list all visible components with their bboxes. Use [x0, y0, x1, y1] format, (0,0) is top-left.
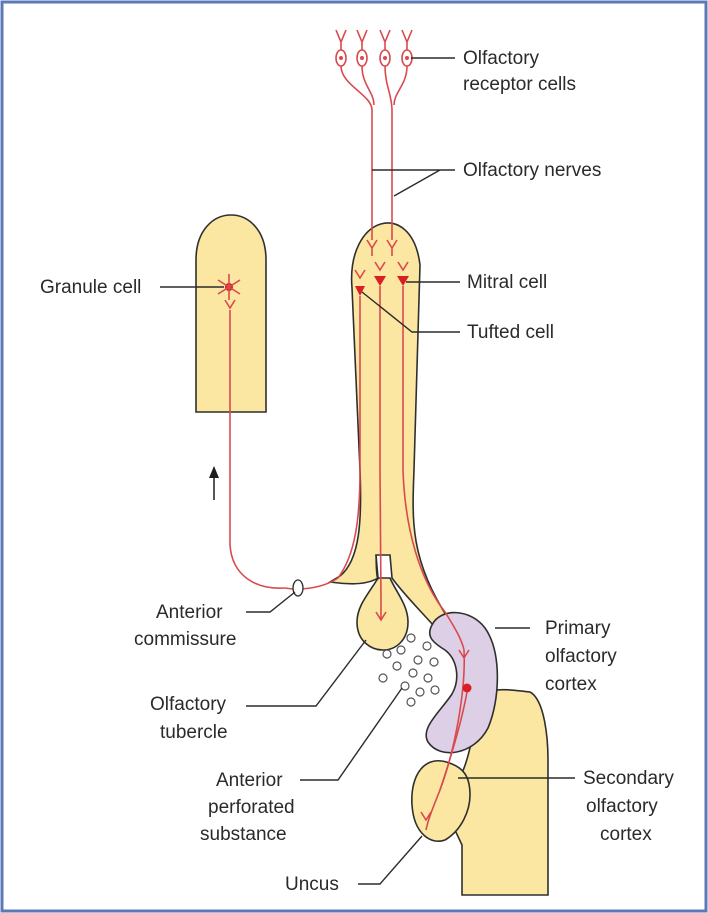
label-granule-cell: Granule cell: [40, 277, 141, 298]
granule-cell-bulb: [196, 215, 266, 412]
leader-tubercle: [246, 640, 366, 706]
anterior-commissure-marker: [293, 580, 303, 596]
receptor-cell: [402, 30, 412, 66]
label-primary-2: olfactory: [545, 646, 617, 667]
label-anterior-commissure-2: commissure: [134, 629, 236, 650]
olfactory-bulb-and-tract: [330, 223, 448, 626]
label-secondary-1: Secondary: [583, 768, 674, 789]
label-aps-3: substance: [200, 824, 287, 845]
label-tubercle-2: tubercle: [160, 722, 228, 743]
label-receptor-2: receptor cells: [463, 74, 576, 95]
label-primary-1: Primary: [545, 618, 611, 639]
olfactory-receptor-cells: [336, 30, 412, 66]
olfactory-nerve-fibers: [341, 66, 407, 240]
label-secondary-2: olfactory: [586, 796, 658, 817]
receptor-cell: [357, 30, 367, 66]
label-tufted-cell: Tufted cell: [467, 322, 554, 343]
label-primary-3: cortex: [545, 674, 597, 695]
up-arrow-icon: [209, 466, 219, 500]
label-aps-1: Anterior: [216, 770, 283, 791]
leader-uncus: [358, 836, 422, 884]
label-secondary-3: cortex: [600, 824, 652, 845]
label-anterior-commissure-1: Anterior: [156, 602, 223, 623]
label-uncus: Uncus: [285, 874, 339, 895]
primary-cortex-cell: [463, 684, 472, 693]
label-tubercle-1: Olfactory: [150, 694, 227, 715]
label-receptor-1: Olfactory: [463, 48, 540, 69]
leader-commissure: [246, 592, 295, 612]
receptor-cell: [380, 30, 390, 66]
receptor-cell: [336, 30, 346, 66]
leader-nerves: [372, 170, 455, 196]
label-olfactory-nerves: Olfactory nerves: [463, 160, 601, 181]
label-aps-2: perforated: [208, 797, 295, 818]
label-mitral-cell: Mitral cell: [467, 272, 547, 293]
primary-olfactory-cortex-shape: [426, 613, 497, 753]
leader-aps: [300, 688, 402, 780]
